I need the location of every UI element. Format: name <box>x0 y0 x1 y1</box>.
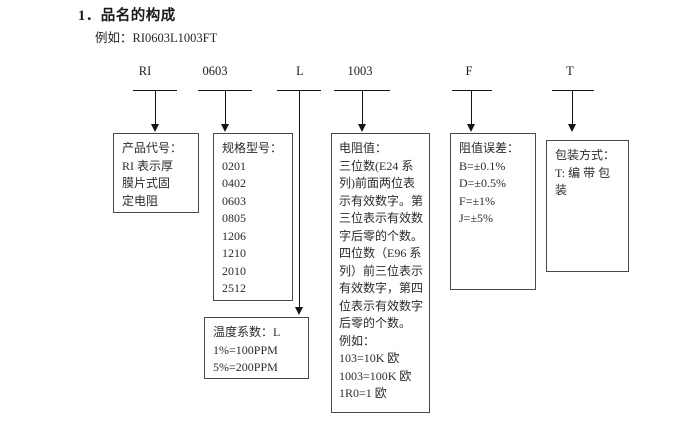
connector-arrow-product-code <box>151 124 159 132</box>
box-tolerance-item: J=±5% <box>459 211 494 225</box>
box-size-code-item: 2512 <box>222 281 246 295</box>
segment-label-tolerance: F <box>465 64 473 78</box>
connector-arrow-temp-coefficient <box>295 307 303 315</box>
connector-tbar-packaging <box>552 90 594 91</box>
box-tolerance-item: F=±1% <box>459 193 496 208</box>
box-size-code-title: 规格型号： <box>222 141 283 155</box>
box-resistance-value-title: 电阻值： <box>339 141 388 155</box>
box-packaging: 包装方式： T: 编 带 包 装 <box>546 140 629 272</box>
box-product-code-line: RI 表示厚 <box>122 158 174 173</box>
box-temp-coefficient-item: 1%=100PPM <box>213 342 278 357</box>
box-resistance-value-line: 有效数字，第四 <box>339 281 424 295</box>
box-size-code-item: 0201 <box>222 158 246 173</box>
box-resistance-value-example: 1R0=1 欧 <box>339 386 387 400</box>
connector-stem-resistance-value <box>362 90 363 125</box>
segment-label-size-code: 0603 <box>202 64 228 78</box>
segment-label-resistance-value: 1003 <box>347 64 373 78</box>
segment-label-product-code: RI <box>138 64 152 78</box>
box-packaging-title: 包装方式： <box>555 148 616 162</box>
box-resistance-value-line: 字后零的个数。 <box>339 228 424 243</box>
box-packaging-item: T: 编 带 包 <box>555 165 611 180</box>
connector-stem-tolerance <box>471 90 472 125</box>
box-size-code-item: 1206 <box>222 228 246 243</box>
box-product-code-title: 产品代号： <box>122 141 183 155</box>
box-product-code-line: 膜片式固 <box>122 176 171 190</box>
box-resistance-value-line: 列）前三位表示 <box>339 263 424 278</box>
box-resistance-value-line: 四位数（E96 系 <box>339 246 422 260</box>
box-size-code-item: 0805 <box>222 211 246 225</box>
connector-tbar-tolerance <box>452 90 492 91</box>
connector-stem-product-code <box>155 90 156 125</box>
box-product-code: 产品代号： RI 表示厚 膜片式固 定电阻 <box>113 133 199 213</box>
connector-arrow-size-code <box>221 124 229 132</box>
segment-label-temp-coefficient: L <box>296 64 304 78</box>
box-tolerance-item: D=±0.5% <box>459 176 507 190</box>
box-temp-coefficient-title: 温度系数：L <box>213 325 281 339</box>
example-label: 例如： <box>95 31 133 45</box>
box-resistance-value-line: 位表示有效数字 <box>339 298 424 313</box>
box-resistance-value: 电阻值： 三位数(E24 系 列)前面两位表 示有效数字。第 三位表示有效数 字… <box>331 133 430 413</box>
box-resistance-value-line: 后零的个数。 <box>339 316 412 330</box>
box-tolerance-title: 阻值误差： <box>459 141 520 155</box>
box-packaging-item: 装 <box>555 183 568 197</box>
box-resistance-value-example: 103=10K 欧 <box>339 351 400 365</box>
connector-arrow-resistance-value <box>358 124 366 132</box>
connector-stem-size-code <box>225 90 226 125</box>
box-temp-coefficient-item: 5%=200PPM <box>213 360 278 374</box>
box-tolerance-item: B=±0.1% <box>459 158 506 173</box>
box-size-code-item: 1210 <box>222 246 246 260</box>
box-size-code-item: 2010 <box>222 263 246 278</box>
box-temp-coefficient: 温度系数：L 1%=100PPM 5%=200PPM <box>204 317 309 379</box>
box-size-code-item: 0603 <box>222 193 246 208</box>
box-size-code: 规格型号： 0201 0402 0603 0805 1206 1210 2010… <box>213 133 293 301</box>
box-resistance-value-example: 1003=100K 欧 <box>339 368 412 383</box>
segment-label-packaging: T <box>566 64 574 78</box>
box-resistance-value-line: 三位数(E24 系 <box>339 158 414 173</box>
box-resistance-value-line: 列)前面两位表 <box>339 176 415 190</box>
example-part-number: 例如：RI0603L1003FT <box>95 27 217 46</box>
box-product-code-line: 定电阻 <box>122 193 159 208</box>
connector-arrow-packaging <box>568 124 576 132</box>
box-resistance-value-line: 三位表示有效数 <box>339 211 424 225</box>
connector-arrow-tolerance <box>467 124 475 132</box>
example-value: RI0603L1003FT <box>132 31 218 45</box>
box-resistance-value-line: 示有效数字。第 <box>339 193 424 208</box>
box-tolerance: 阻值误差： B=±0.1% D=±0.5% F=±1% J=±5% <box>450 133 536 290</box>
page-title: 1．品名的构成 <box>78 8 176 24</box>
box-resistance-value-example-label: 例如： <box>339 333 376 348</box>
connector-stem-temp-coefficient <box>299 90 300 308</box>
connector-stem-packaging <box>572 90 573 125</box>
box-size-code-item: 0402 <box>222 176 246 190</box>
